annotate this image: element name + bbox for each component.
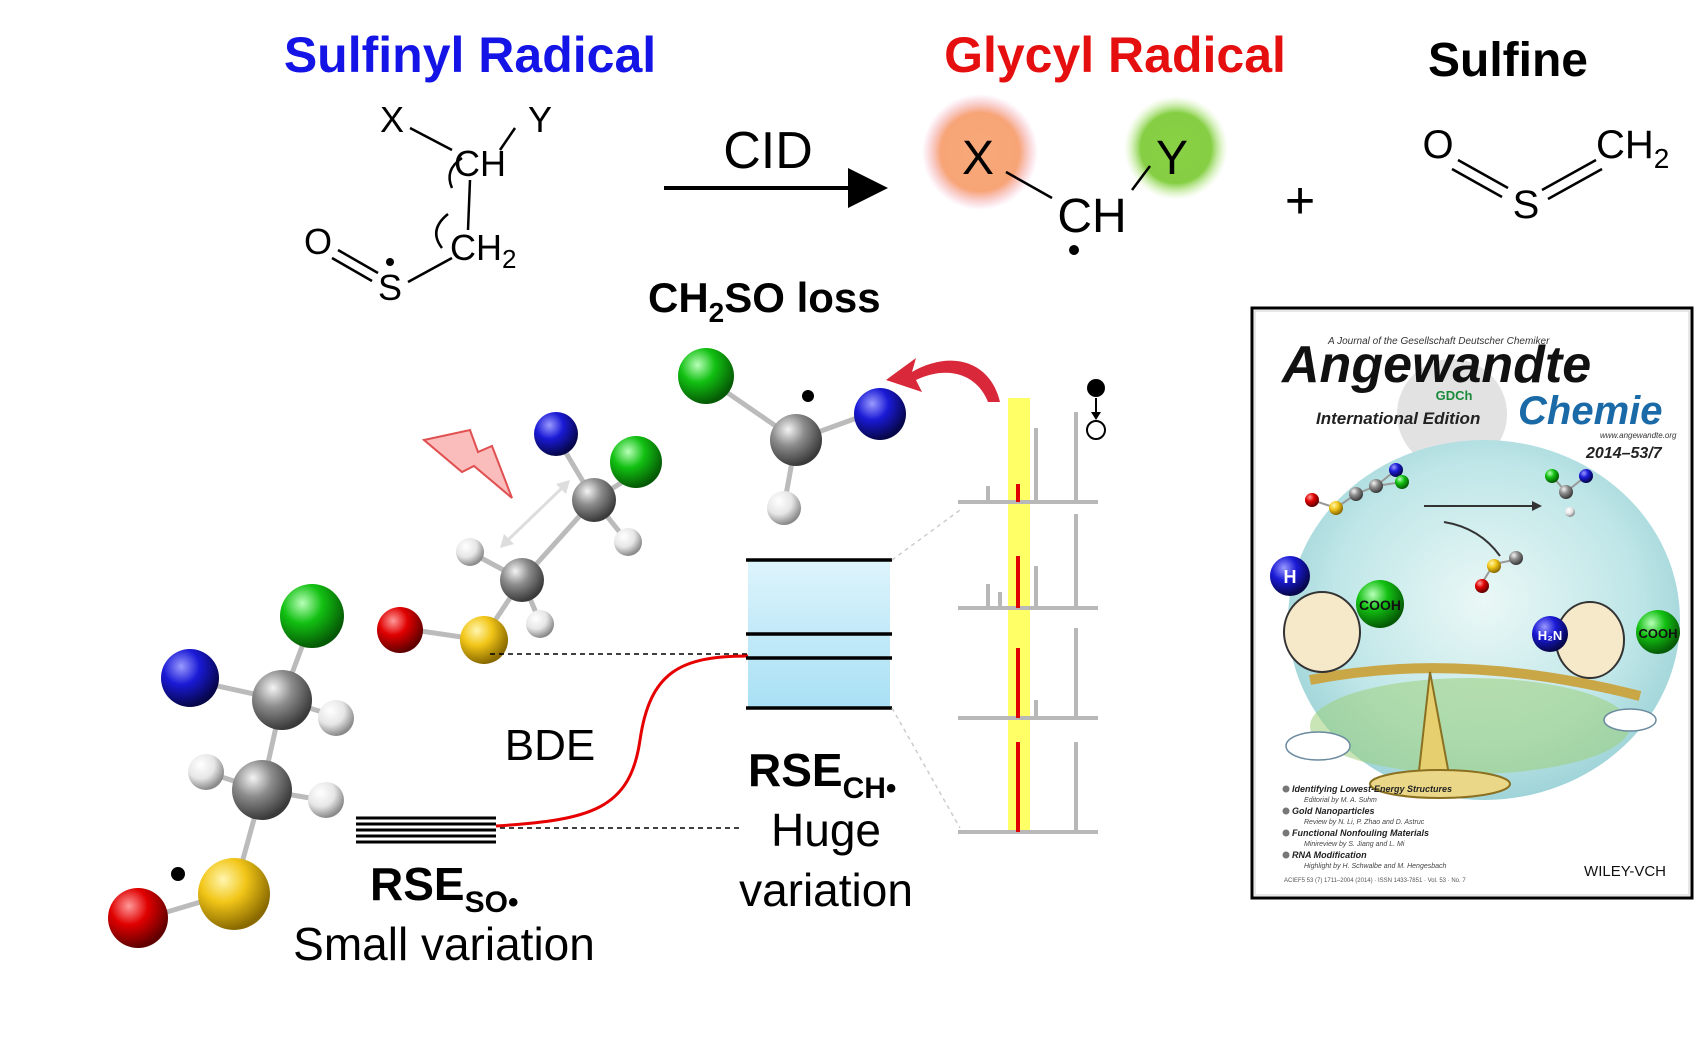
x-group-glow <box>922 94 1038 210</box>
highlight-band <box>1008 398 1030 830</box>
product-ch-label: CH <box>1057 190 1126 243</box>
cover-publisher: WILEY-VCH <box>1584 863 1666 880</box>
lightning-icon <box>421 428 513 499</box>
bde-curve <box>495 654 749 828</box>
bde-label: BDE <box>505 721 595 770</box>
activated-sulfinyl-3d-model <box>377 412 662 664</box>
sulfine-o-label: O <box>1422 123 1453 167</box>
glycyl-radical-3d-model <box>678 348 906 525</box>
cover-title-chemie: Chemie <box>1518 389 1663 433</box>
sulfine-title: Sulfine <box>1428 34 1588 87</box>
rse-so-levels <box>356 816 496 844</box>
cover-tagline: A Journal of the Gesellschaft Deutscher … <box>1327 336 1550 347</box>
rse-ch-levels <box>746 558 892 710</box>
toc-item-1-by: Editorial by M. A. Suhm <box>1304 797 1377 804</box>
journal-cover: A Journal of the Gesellschaft Deutscher … <box>1250 306 1694 900</box>
cover-cartoon-h2n: H₂N <box>1538 628 1563 643</box>
plus-sign: + <box>1285 172 1315 230</box>
open-circle-icon <box>1086 420 1106 440</box>
cover-footer: ACIEF5 53 (7) 1711–2004 (2014) · ISSN 14… <box>1284 878 1466 884</box>
glycyl-radical-title: Glycyl Radical <box>944 27 1286 83</box>
curved-red-arrow <box>886 358 1000 402</box>
radical-dot <box>386 258 394 266</box>
cover-cartoon-cooh-right: COOH <box>1639 626 1678 641</box>
reactant-s-label: S <box>378 267 402 308</box>
toc-item-2-by: Review by N. Li, P. Zhao and D. Astruc <box>1304 819 1425 826</box>
sulfinyl-radical-structure <box>331 126 517 284</box>
reactant-x-label: X <box>380 99 404 140</box>
toc-item-3-title: Functional Nonfouling Materials <box>1292 828 1429 838</box>
cover-cartoon-cooh-left: COOH <box>1359 597 1401 613</box>
product-x-label: X <box>962 132 994 185</box>
cover-issue: 2014–53/7 <box>1585 445 1663 462</box>
cover-title-angewandte: Angewandte <box>1280 336 1591 394</box>
cover-cartoon-h: H <box>1284 567 1297 587</box>
energy-diagram: BDE RSECH• Huge variation RSESO• Small v… <box>293 509 961 970</box>
sulfinyl-radical-3d-model <box>108 584 354 948</box>
rse-ch-description-line1: Huge <box>771 804 881 856</box>
reactant-ch-label: CH <box>454 143 506 184</box>
filled-circle-icon <box>1087 379 1105 397</box>
product-radical-dot <box>1069 245 1079 255</box>
reactant-ch2-label: CH2 <box>450 227 516 274</box>
toc-item-1-title: Identifying Lowest-Energy Structures <box>1292 784 1452 794</box>
cover-url: www.angewandte.org <box>1600 431 1677 440</box>
reactant-y-label: Y <box>528 99 552 140</box>
radical-dot <box>802 390 814 402</box>
rse-ch-description-line2: variation <box>739 864 913 916</box>
sulfine-ch2-label: CH2 <box>1596 123 1669 174</box>
product-y-label: Y <box>1156 132 1188 185</box>
cover-edition: International Edition <box>1316 409 1480 428</box>
sulfinyl-radical-title: Sulfinyl Radical <box>284 27 656 83</box>
sulfine-s-label: S <box>1513 183 1540 227</box>
toc-item-2-title: Gold Nanoparticles <box>1292 806 1375 816</box>
toc-item-4-by: Highlight by H. Schwalbe and M. Hengesba… <box>1304 863 1447 870</box>
rse-ch-label: RSECH• <box>748 744 896 805</box>
y-group-glow <box>1124 96 1228 200</box>
toc-item-3-by: Minireview by S. Jiang and L. Mi <box>1304 841 1405 848</box>
mass-spectra-stack <box>958 379 1106 834</box>
rse-so-description: Small variation <box>293 918 595 970</box>
toc-item-4-title: RNA Modification <box>1292 850 1367 860</box>
radical-dot <box>171 867 185 881</box>
cover-toc: Identifying Lowest-Energy Structures Edi… <box>1282 784 1452 870</box>
rse-so-label: RSESO• <box>370 858 518 919</box>
ch2so-loss-label: CH2SO loss <box>648 274 881 328</box>
cid-label: CID <box>723 122 813 180</box>
reactant-o-label: O <box>304 221 332 262</box>
cover-gdch: GDCh <box>1436 388 1473 403</box>
